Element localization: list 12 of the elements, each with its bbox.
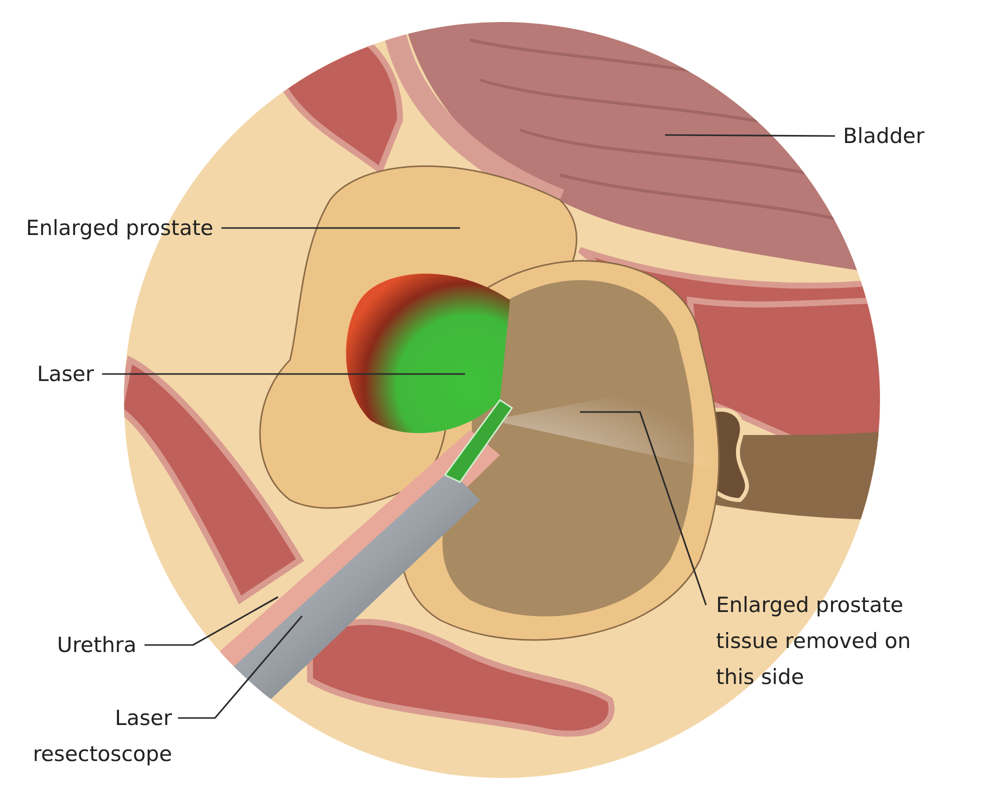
leader-line	[144, 596, 278, 646]
label-text: Laser resectoscope	[12, 700, 172, 772]
label-text: Urethra	[57, 627, 137, 663]
leader-line	[178, 615, 303, 719]
leader-line	[580, 411, 707, 606]
leader-line	[221, 227, 460, 229]
leader-line	[665, 134, 835, 137]
label-text: Enlarged prostate tissue removed on this side	[716, 587, 946, 695]
label-text: Laser	[37, 356, 94, 392]
label-text: Bladder	[843, 118, 924, 154]
label-text: Enlarged prostate	[26, 210, 214, 246]
leader-line	[102, 373, 465, 375]
